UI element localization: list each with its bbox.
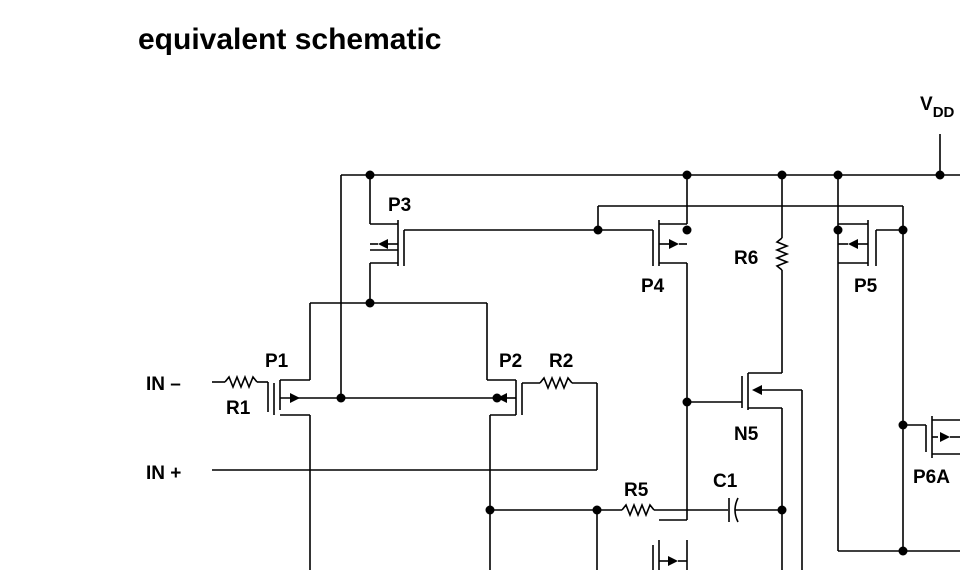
p1-label: P1 — [265, 351, 289, 372]
p2-label: P2 — [499, 351, 522, 372]
r1-label: R1 — [226, 398, 251, 419]
transistor-p2 — [487, 379, 523, 570]
page-title: equivalent schematic — [138, 23, 442, 56]
transistor-p4 — [597, 175, 903, 520]
r2-label: R2 — [549, 351, 573, 372]
capacitor-c1 — [728, 497, 782, 523]
in-minus-label: IN – — [146, 374, 181, 395]
transistor-p6a — [903, 416, 960, 458]
r6-label: R6 — [734, 248, 758, 269]
resistor-r6 — [774, 175, 790, 373]
transistor-lower — [652, 519, 688, 570]
c1-label: C1 — [713, 471, 738, 492]
n5-label: N5 — [734, 424, 759, 445]
transistor-p3 — [369, 175, 598, 303]
diff-pair-tail — [309, 302, 488, 380]
p5-label: P5 — [854, 276, 878, 297]
in-plus-label: IN + — [146, 463, 181, 484]
r5-label: R5 — [624, 480, 649, 501]
p6a-label: P6A — [913, 467, 950, 488]
p3-label: P3 — [388, 195, 411, 216]
resistor-r5 — [490, 502, 728, 570]
transistor-p1 — [273, 379, 497, 570]
p4-label: P4 — [641, 276, 665, 297]
resistor-r2 — [212, 375, 598, 471]
vdd-label: VDD — [920, 94, 955, 121]
junction-dots — [336, 170, 945, 556]
resistor-r1 — [212, 374, 269, 412]
transistor-n5 — [687, 372, 803, 570]
vdd-rail — [341, 134, 960, 176]
